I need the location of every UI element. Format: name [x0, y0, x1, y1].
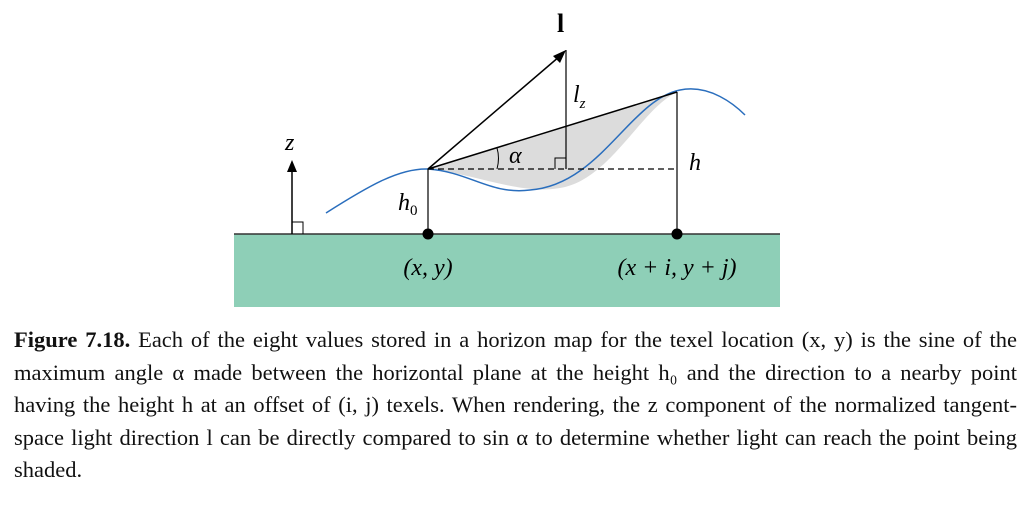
z-right-angle-marker: [292, 221, 304, 234]
caption-text: Each of the eight values stored in a hor…: [14, 327, 1018, 482]
light-vector: [427, 55, 561, 170]
horizon-line: [427, 91, 678, 170]
horizon-map-diagram: l lz α h h0 z (x, y) (x + i, y + j): [234, 9, 780, 307]
ground-surface: [234, 234, 780, 307]
label-point-xy: (x, y): [403, 255, 452, 281]
figure-caption: Figure 7.18. Each of the eight values st…: [14, 324, 1017, 487]
label-lz: lz: [573, 82, 586, 112]
point-xy: [422, 228, 434, 240]
height-curve: [325, 88, 746, 214]
label-z: z: [284, 130, 295, 156]
label-l: l: [557, 9, 564, 38]
label-h: h: [689, 150, 701, 176]
z-arrowhead-icon: [287, 160, 297, 172]
label-point-xi-yj: (x + i, y + j): [617, 255, 736, 281]
shaded-region: [428, 92, 677, 190]
label-h0: h0: [398, 190, 418, 219]
label-alpha: α: [509, 143, 522, 169]
caption-label: Figure 7.18.: [14, 327, 131, 352]
light-arrowhead-icon: [553, 50, 566, 63]
alpha-arc: [496, 147, 499, 170]
right-angle-marker: [554, 157, 566, 169]
point-xi-yj: [671, 228, 683, 240]
